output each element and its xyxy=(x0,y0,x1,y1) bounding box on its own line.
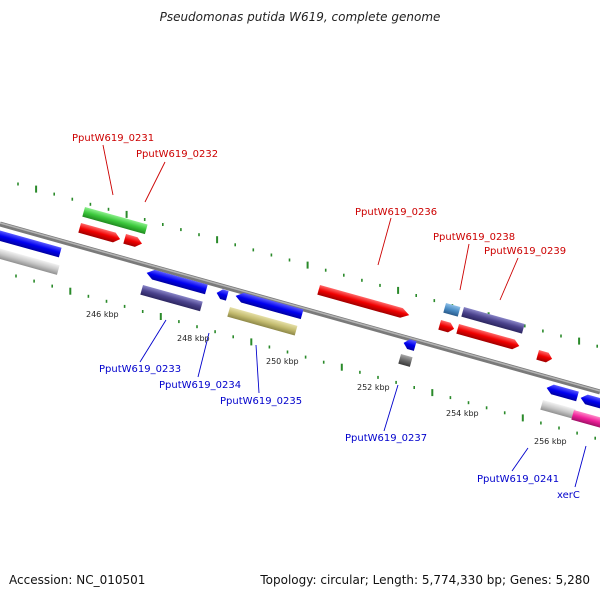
scale-label-256: 256 kbp xyxy=(534,437,567,446)
label-0232[interactable]: PputW619_0232 xyxy=(136,149,218,160)
gene-0241-arrow[interactable] xyxy=(540,400,576,419)
gene-0235-arrow[interactable] xyxy=(227,307,298,336)
accession-text: Accession: NC_010501 xyxy=(9,573,146,587)
gene-small-red-arrow[interactable] xyxy=(536,350,553,364)
scale-label-254: 254 kbp xyxy=(446,409,479,418)
scale-label-252: 252 kbp xyxy=(357,383,390,392)
map-title: Pseudomonas putida W619, complete genome xyxy=(159,10,441,24)
label-0238[interactable]: PputW619_0238 xyxy=(433,232,515,243)
gene-0238-arrow[interactable] xyxy=(443,303,461,317)
footer: Accession: NC_010501 Topology: circular;… xyxy=(0,573,600,591)
gene-0231-arrow[interactable] xyxy=(82,207,148,235)
gene-right-blue-a-arrow[interactable] xyxy=(545,383,579,402)
label-0235[interactable]: PputW619_0235 xyxy=(220,396,302,407)
gene-right-blue-b-arrow[interactable] xyxy=(579,393,600,411)
gene-0237-arrow[interactable] xyxy=(398,354,413,367)
gene-0238b-arrow[interactable] xyxy=(438,320,455,334)
gene-0234-arrow[interactable] xyxy=(140,285,203,312)
genome-backbone xyxy=(0,221,600,395)
label-0236[interactable]: PputW619_0236 xyxy=(355,207,437,218)
gene-xerC-arrow[interactable] xyxy=(571,410,600,429)
gene-left-blue-arrow[interactable] xyxy=(0,230,62,258)
label-0233[interactable]: PputW619_0233 xyxy=(99,364,181,375)
scale-label-246: 246 kbp xyxy=(86,310,119,319)
forward-leader-lines xyxy=(102,144,519,301)
outer-tick-ring xyxy=(17,182,599,348)
gene-small-blue-arrow[interactable] xyxy=(215,288,229,301)
topology-text: Topology: circular; Length: 5,774,330 bp… xyxy=(260,573,590,587)
gene-0233-arrow[interactable] xyxy=(145,268,208,295)
gene-0236-arrow[interactable] xyxy=(317,285,410,320)
label-xerC[interactable]: xerC xyxy=(557,490,580,501)
scale-label-250: 250 kbp xyxy=(266,357,299,366)
gene-left-gray-arrow[interactable] xyxy=(0,248,60,275)
gene-0232a-arrow[interactable] xyxy=(78,223,121,244)
label-0237[interactable]: PputW619_0237 xyxy=(345,433,427,444)
gene-0239b-arrow[interactable] xyxy=(456,324,520,351)
scale-label-248: 248 kbp xyxy=(177,334,210,343)
gene-0239-arrow[interactable] xyxy=(461,307,525,334)
gene-0235a-arrow[interactable] xyxy=(234,291,304,320)
reverse-leader-lines xyxy=(139,319,587,488)
inner-tick-ring xyxy=(15,274,597,440)
label-0234[interactable]: PputW619_0234 xyxy=(159,380,241,391)
label-0239[interactable]: PputW619_0239 xyxy=(484,246,566,257)
label-0241[interactable]: PputW619_0241 xyxy=(477,474,559,485)
gene-0232-arrow[interactable] xyxy=(123,234,143,248)
label-0231[interactable]: PputW619_0231 xyxy=(72,133,154,144)
gene-0237a-arrow[interactable] xyxy=(402,338,417,351)
